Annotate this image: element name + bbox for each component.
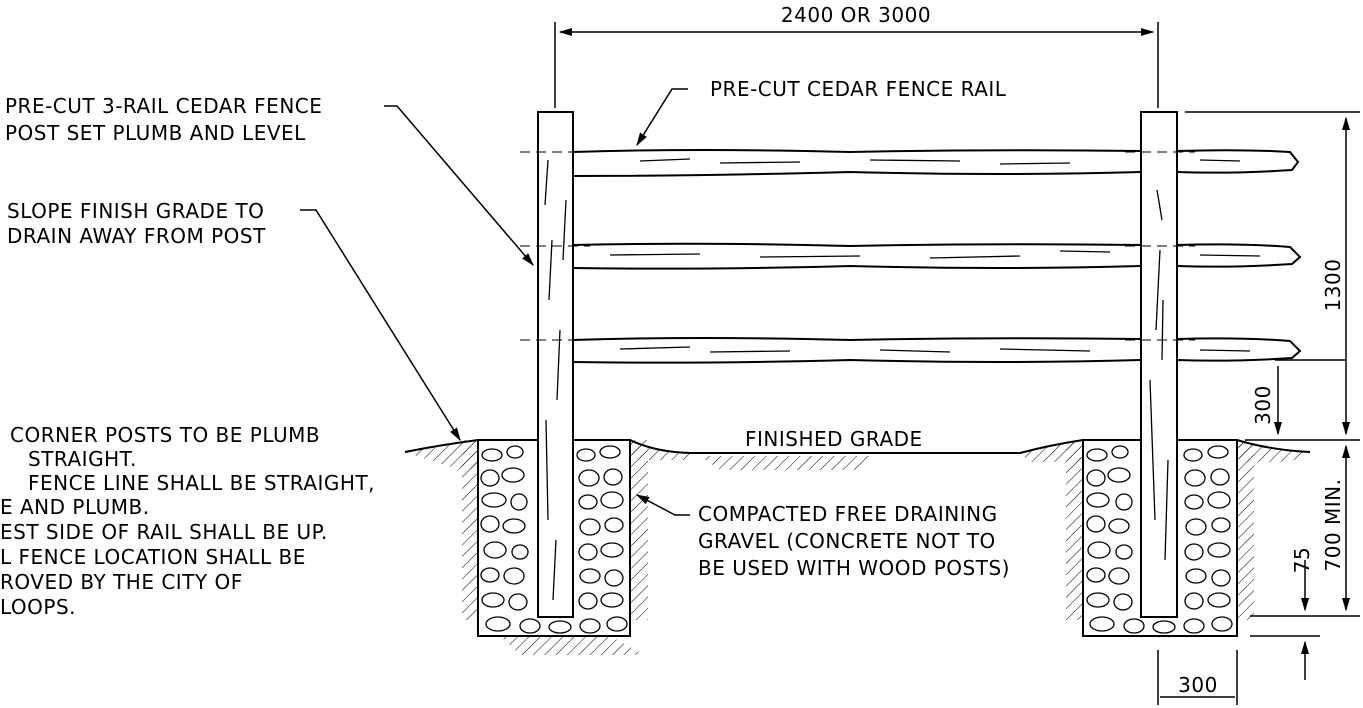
general-notes: CORNER POSTS TO BE PLUMB STRAIGHT. FENCE… [0, 423, 375, 619]
note-line: FENCE LINE SHALL BE STRAIGHT, [28, 471, 375, 495]
note-line: ROVED BY THE CITY OF [0, 570, 243, 594]
finished-grade-label: FINISHED GRADE [745, 427, 923, 451]
height-above-grade-label: 1300 [1321, 259, 1345, 312]
leaders [300, 88, 690, 516]
embed-depth-label: 700 MIN. [1321, 478, 1345, 571]
rail-bottom [572, 337, 1302, 364]
hole-width-label: 300 [1178, 673, 1218, 697]
post-callout-line-1: PRE-CUT 3-RAIL CEDAR FENCE [5, 94, 322, 118]
slope-callout-line-2: DRAIN AWAY FROM POST [7, 224, 266, 248]
note-line: STRAIGHT. [28, 447, 137, 471]
note-line: EST SIDE OF RAIL SHALL BE UP. [0, 520, 328, 544]
note-line: L FENCE LOCATION SHALL BE [0, 545, 306, 569]
rail-centerlines [520, 151, 1195, 341]
gravel-depth-label: 75 [1290, 547, 1314, 573]
right-post [1140, 111, 1178, 618]
span-dimension [554, 22, 1159, 108]
left-post [537, 111, 574, 618]
post-callout-line-2: POST SET PLUMB AND LEVEL [5, 121, 306, 145]
height-dimensions [1157, 111, 1360, 705]
note-line: CORNER POSTS TO BE PLUMB [10, 423, 320, 447]
note-line: E AND PLUMB. [0, 495, 150, 519]
gravel-callout-line-2: GRAVEL (CONCRETE NOT TO [698, 529, 996, 553]
gravel-callout-line-1: COMPACTED FREE DRAINING [698, 502, 998, 526]
bottom-rail-height-label: 300 [1251, 385, 1275, 425]
rail-callout: PRE-CUT CEDAR FENCE RAIL [710, 77, 1007, 101]
soil-hatch [405, 440, 1310, 655]
gravel-callout-line-3: BE USED WITH WOOD POSTS) [698, 556, 1010, 580]
span-dimension-label: 2400 OR 3000 [781, 3, 931, 27]
slope-callout-line-1: SLOPE FINISH GRADE TO [7, 199, 264, 223]
rail-middle [572, 242, 1302, 270]
note-line: LOOPS. [0, 595, 76, 619]
rail-top [572, 149, 1300, 177]
